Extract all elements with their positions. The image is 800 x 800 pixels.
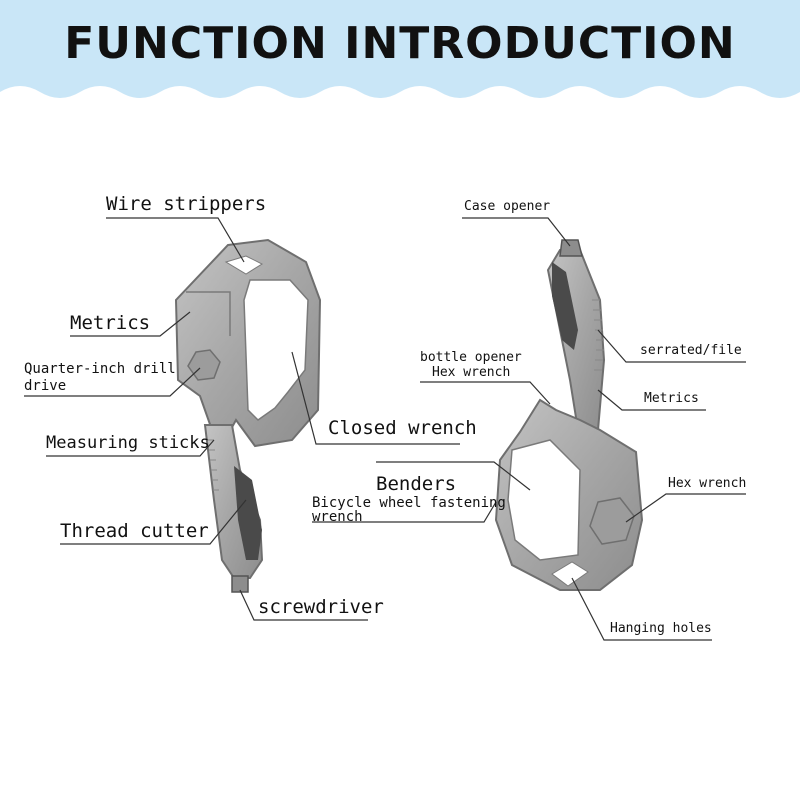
leader-quarter-inch [24, 367, 201, 397]
page-title: FUNCTION INTRODUCTION [64, 18, 736, 69]
right-grip [552, 262, 578, 350]
label-bicycle-line1: Bicycle wheel fastening [312, 495, 506, 511]
label-hex-wrench-right: Hex wrench [668, 476, 747, 491]
label-hex-wrench-top: Hex wrench [432, 365, 511, 380]
leader-serrated-file [597, 329, 746, 363]
multitool-front-view [174, 238, 322, 593]
label-serrated-file: serrated/file [640, 343, 742, 358]
leader-screwdriver [239, 589, 368, 621]
label-bicycle-line2: wrench [312, 509, 363, 525]
label-thread-cutter: Thread cutter [60, 520, 209, 542]
label-closed-wrench: Closed wrench [328, 417, 477, 439]
multitool-back-view [494, 239, 644, 591]
leader-metrics-left [70, 311, 191, 337]
leader-lines [24, 217, 746, 641]
label-wire-strippers: Wire strippers [106, 193, 267, 215]
label-metrics-right: Metrics [644, 391, 699, 406]
label-bottle-opener: bottle opener [420, 350, 522, 365]
right-hanging-hole [551, 561, 589, 587]
leader-metrics-right [597, 389, 706, 411]
label-quarter-inch-line2: drive [24, 378, 67, 394]
leader-thread-cutter [60, 499, 247, 545]
left-screwdriver-tip [231, 575, 249, 593]
left-ruler-ticks [208, 439, 219, 491]
leader-benders [376, 461, 531, 491]
label-metrics-left: Metrics [70, 312, 151, 334]
label-case-opener: Case opener [464, 199, 551, 214]
left-wire-stripper-notch [224, 255, 264, 275]
leader-measuring-sticks [46, 439, 215, 457]
leader-case-opener [462, 217, 571, 247]
leader-hanging-holes [571, 577, 712, 641]
wavy-banner-background [0, 0, 800, 98]
label-screwdriver: screwdriver [258, 596, 384, 618]
right-serrated-file [592, 299, 604, 371]
left-metric-scale [186, 291, 231, 336]
leader-bicycle [312, 501, 497, 523]
right-hex-socket [589, 497, 635, 545]
right-case-opener-tip [559, 239, 583, 257]
label-measuring-sticks: Measuring sticks [46, 433, 210, 453]
label-hanging-holes: Hanging holes [610, 621, 712, 636]
leader-bottle-opener [420, 381, 551, 405]
right-wrench-opening [507, 439, 581, 561]
left-thread-cutter-grip [234, 466, 262, 560]
label-quarter-inch-line1: Quarter-inch drill [24, 361, 176, 377]
label-benders: Benders [376, 473, 457, 495]
left-closed-wrench-opening [243, 279, 309, 421]
leader-hex-wrench-right [625, 493, 746, 523]
leader-wire-strippers [106, 217, 245, 263]
header-banner: FUNCTION INTRODUCTION [0, 0, 800, 110]
leader-closed-wrench [291, 351, 460, 445]
